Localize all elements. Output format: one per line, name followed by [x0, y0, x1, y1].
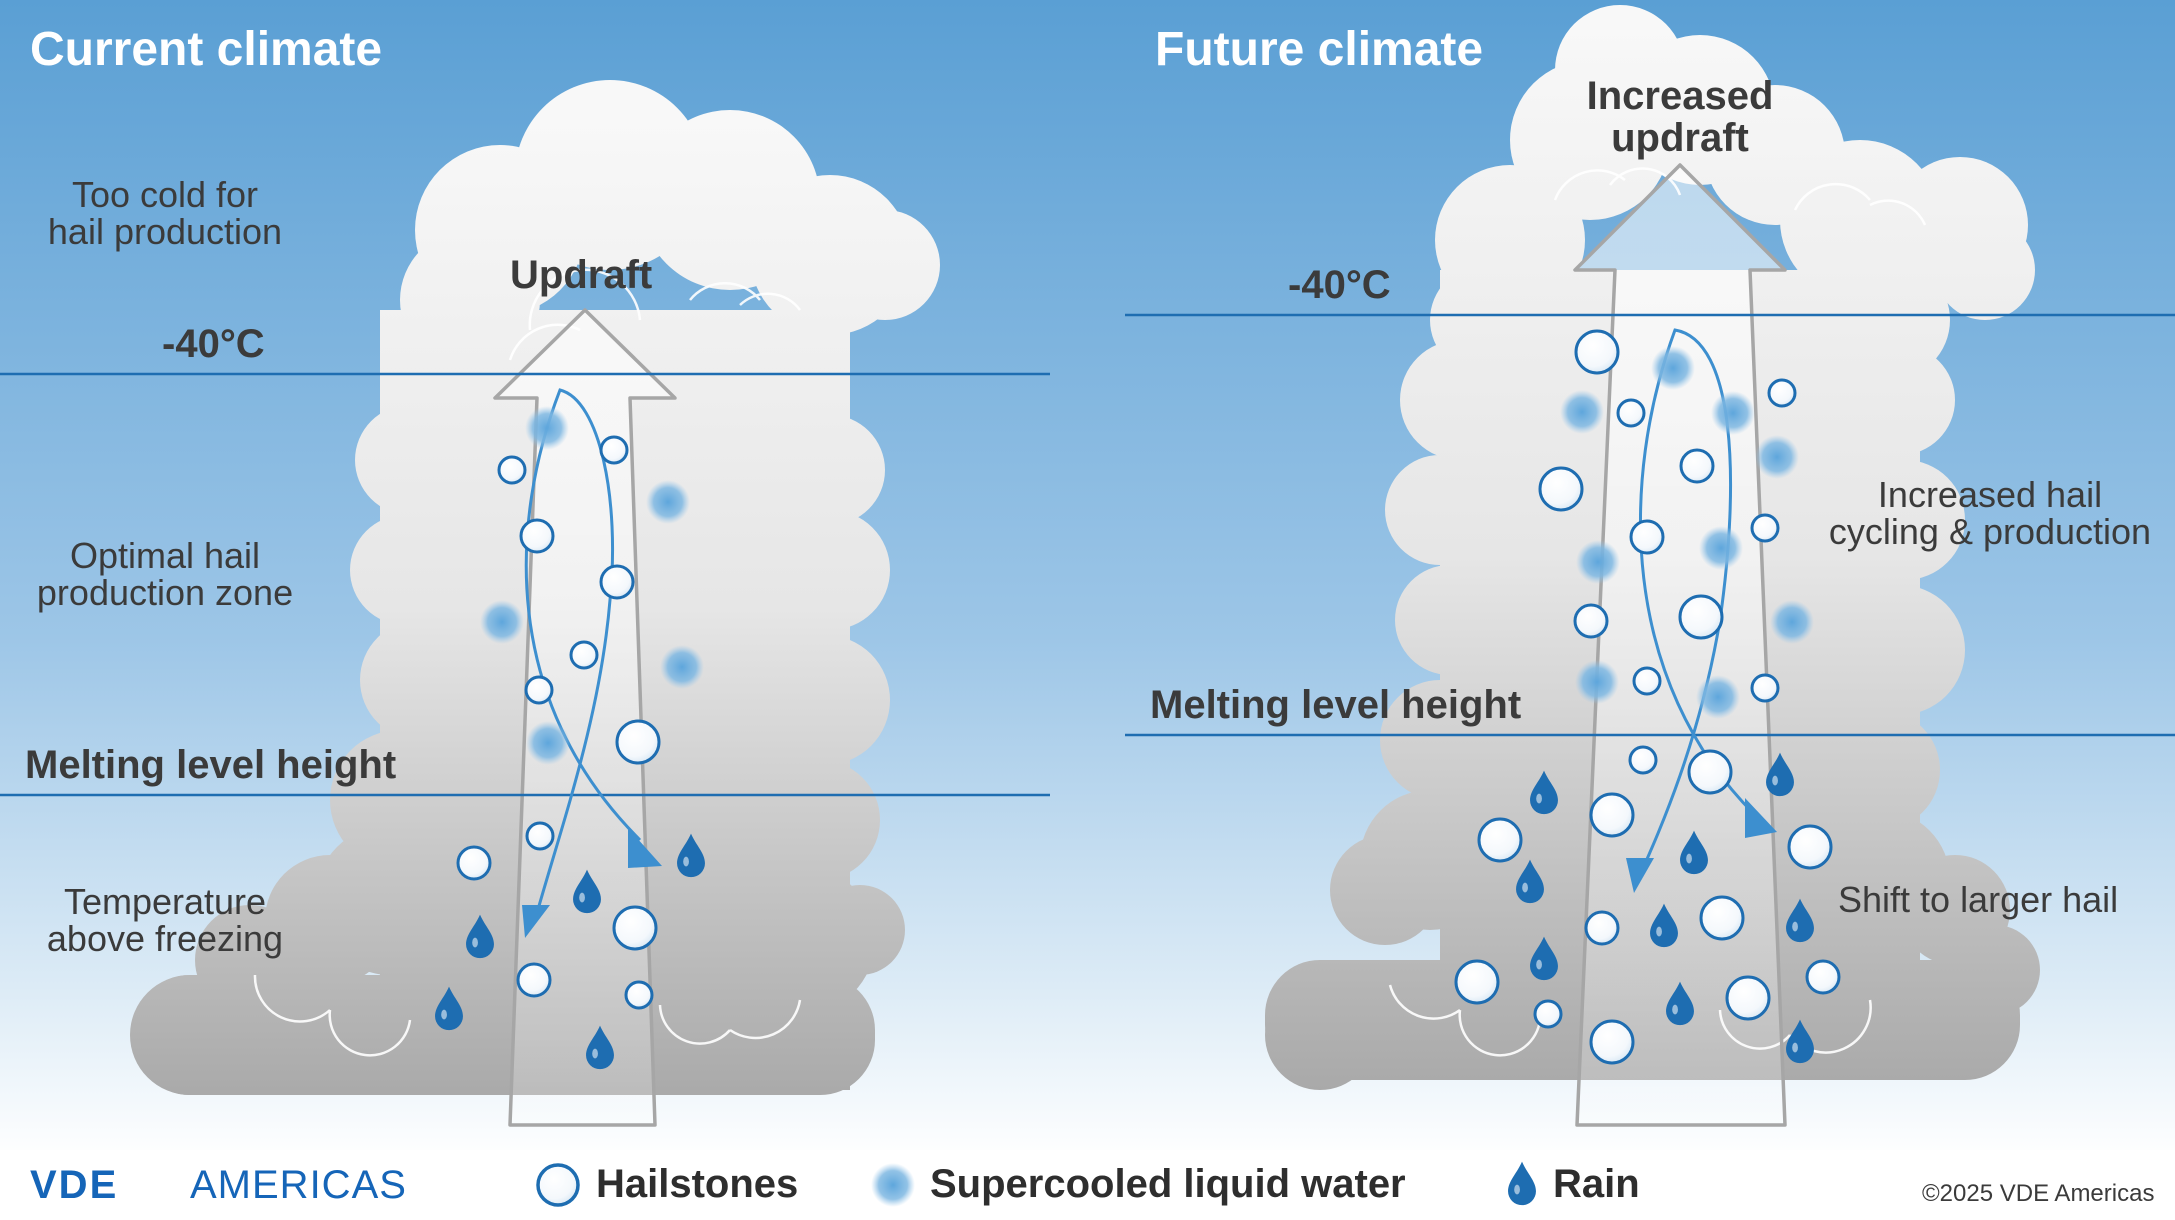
- current-zone-optimal: Optimal hail production zone: [36, 535, 294, 613]
- brand-logo-vde: VDE: [30, 1163, 119, 1207]
- current-climate-title: Current climate: [30, 23, 383, 76]
- future-supercooled-droplets: [1560, 346, 1814, 719]
- current-updraft-label: Updraft: [510, 253, 653, 297]
- future-melting-label: Melting level height: [1150, 683, 1522, 727]
- future-minus40-label: -40°C: [1288, 263, 1391, 307]
- current-supercooled-droplets: [480, 406, 704, 765]
- current-cycle-arrowhead-2: [522, 905, 550, 938]
- future-hailstones: [1454, 329, 1841, 1065]
- legend-supercooled-icon: [871, 1163, 915, 1207]
- future-climate-title: Future climate: [1155, 23, 1484, 76]
- future-cycle-arrowhead-1: [1745, 798, 1777, 838]
- current-hailstones: [456, 435, 661, 1010]
- legend-supercooled-label: Supercooled liquid water: [930, 1162, 1406, 1206]
- current-zone-above-freezing: Temperature above freezing: [46, 881, 284, 959]
- current-hail-cycling-arrows: [524, 388, 642, 921]
- future-zone-larger-hail: Shift to larger hail: [1838, 879, 2119, 920]
- future-updraft-label: Increased updraft: [1586, 74, 1774, 160]
- current-minus40-label: -40°C: [162, 322, 265, 366]
- future-zone-increased-cycling: Increased hail cycling & production: [1828, 474, 2152, 552]
- current-zone-too-cold: Too cold for hail production: [47, 174, 283, 252]
- footer-background: [0, 1150, 2175, 1220]
- legend-hailstone-icon: [536, 1163, 580, 1207]
- current-cycle-arrowhead-1: [628, 828, 662, 868]
- copyright-notice: ©2025 VDE Americas: [1922, 1180, 2155, 1207]
- current-storm-cloud: [130, 80, 940, 1095]
- brand-logo-americas: AMERICAS: [190, 1163, 407, 1207]
- legend-hailstones-label: Hailstones: [596, 1162, 799, 1206]
- legend-rain-label: Rain: [1553, 1162, 1640, 1206]
- future-hail-cycling-arrows: [1638, 328, 1757, 876]
- future-cycle-arrowhead-2: [1626, 858, 1654, 893]
- current-melting-label: Melting level height: [25, 743, 397, 787]
